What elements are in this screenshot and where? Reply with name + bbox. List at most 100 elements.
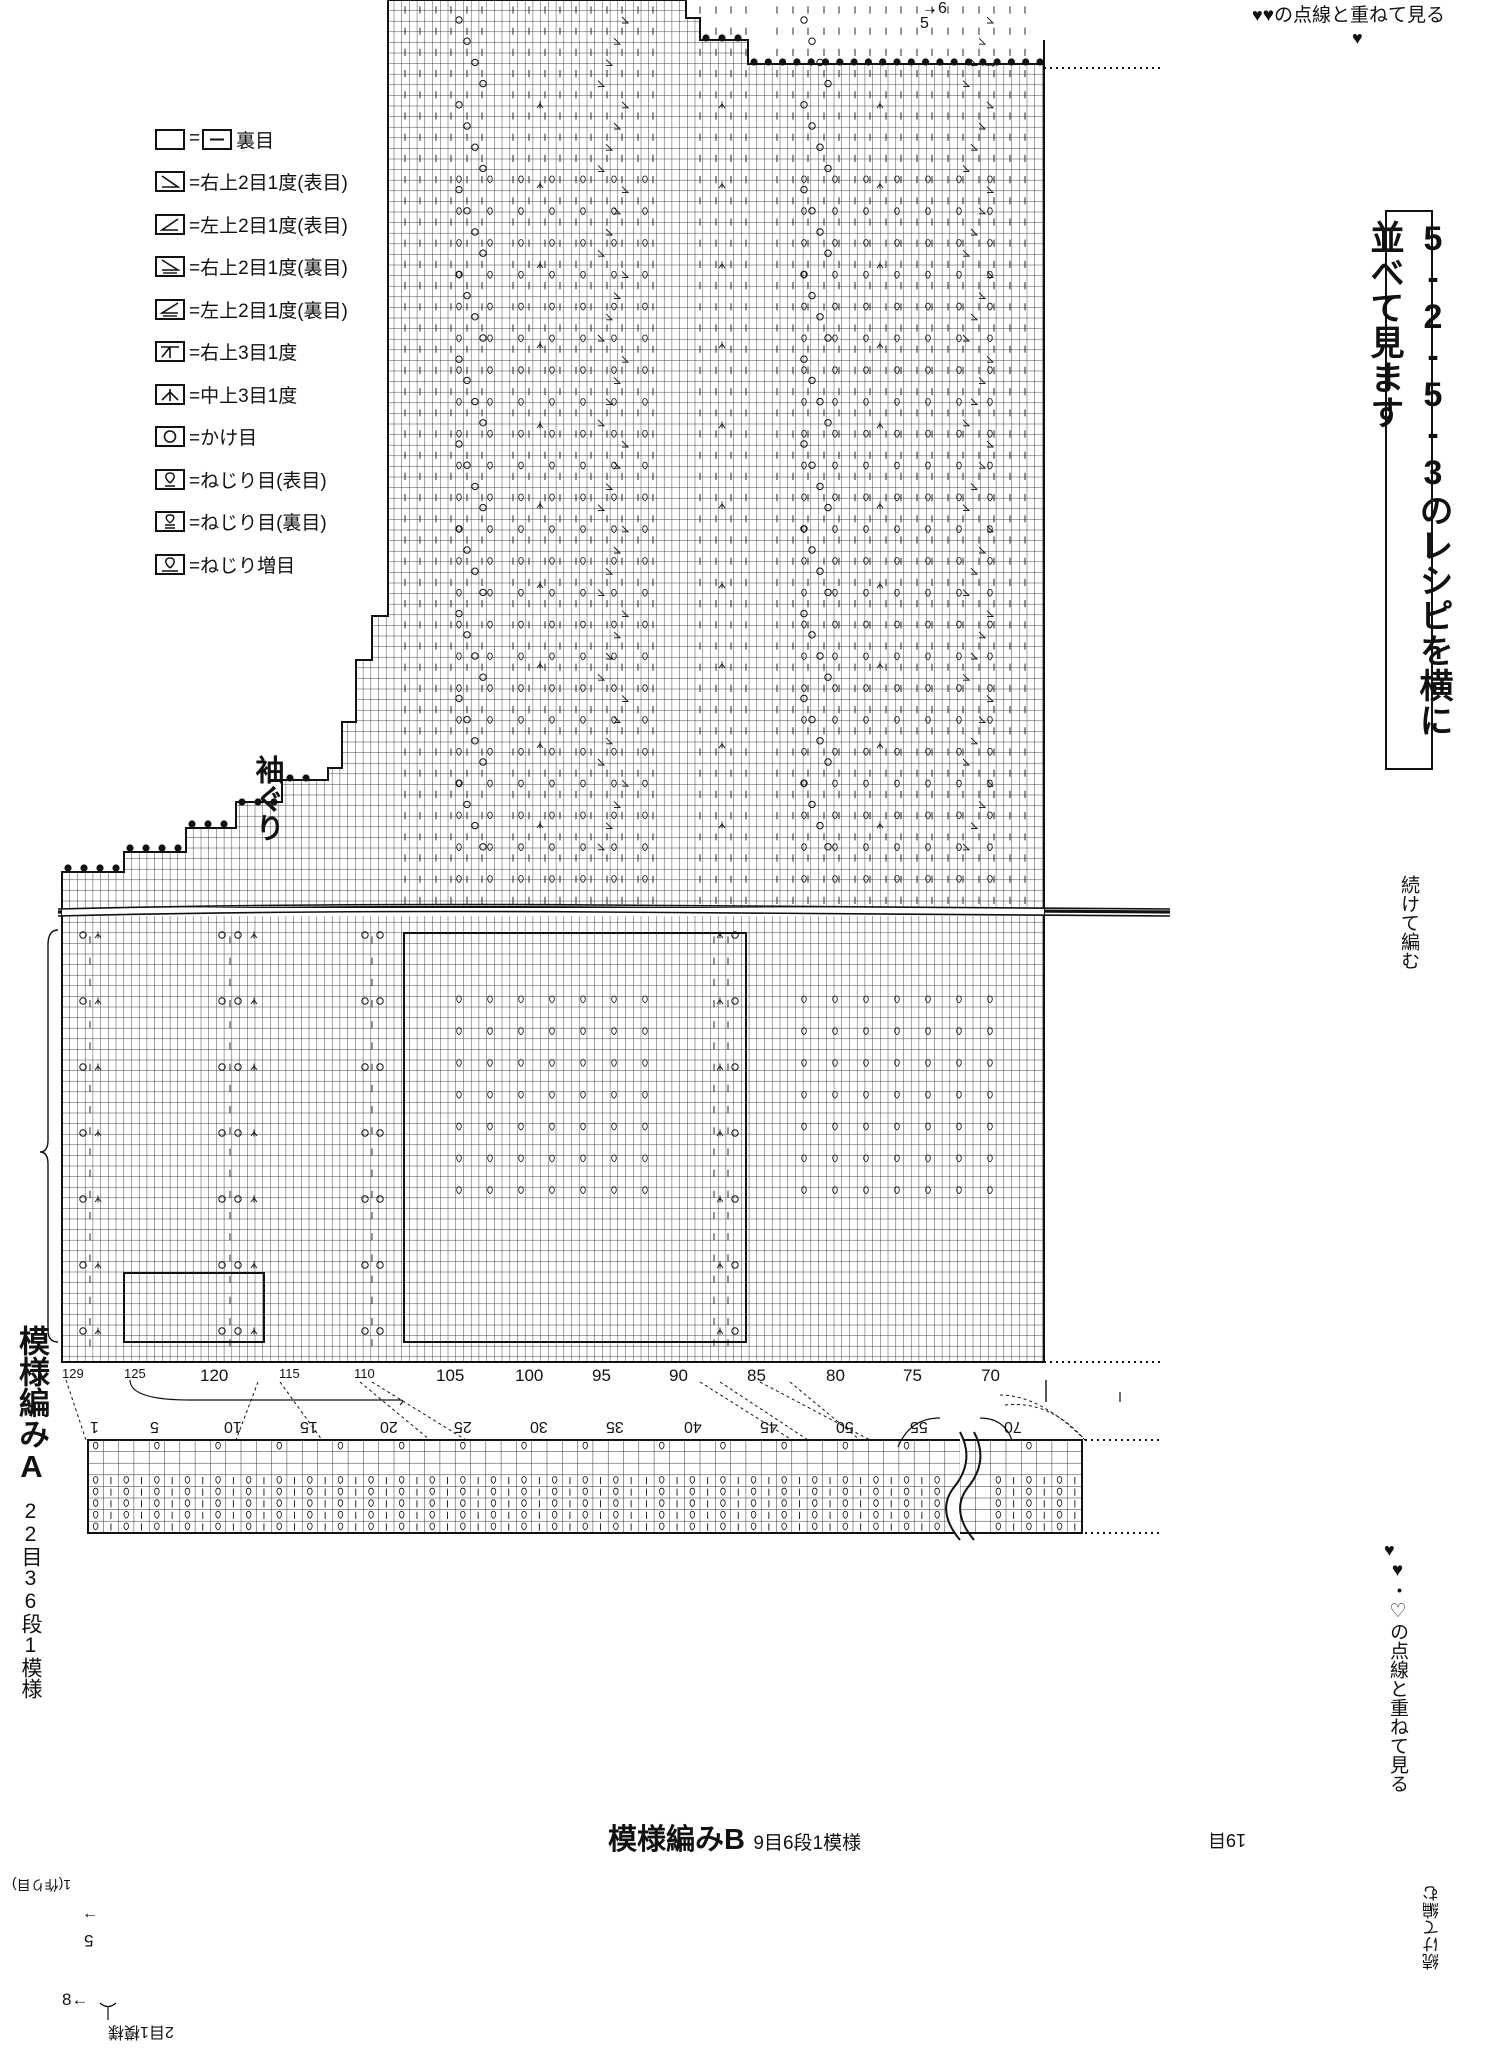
twisted-mark: [487, 366, 493, 375]
twisted-mark: [863, 716, 869, 724]
twisted-mark: [490, 1476, 497, 1484]
twisted-knit-icon: [155, 468, 185, 490]
twisted-mark: [801, 334, 807, 343]
twisted-mark: [956, 1090, 962, 1099]
bind-off-dot: [893, 58, 901, 66]
twisted-mark: [518, 207, 524, 216]
twisted-mark: [487, 302, 493, 311]
yarn-over-mark: [808, 37, 816, 45]
twisted-mark: [987, 588, 993, 597]
twisted-mark: [863, 811, 869, 820]
legend-label: 裏目: [236, 130, 275, 152]
twisted-mark: [956, 875, 962, 883]
yarn-over-mark: [234, 1327, 242, 1335]
left-2-together-purl-icon: [155, 298, 185, 320]
twisted-mark: [894, 493, 900, 502]
twisted-mark: [801, 557, 807, 565]
twisted-mark: [832, 302, 838, 311]
decrease-mark: [978, 801, 987, 808]
twisted-mark: [925, 270, 931, 279]
twisted-mark: [487, 995, 493, 1004]
twisted-mark: [873, 1487, 879, 1496]
twisted-mark: [642, 366, 648, 375]
twisted-mark: [642, 716, 648, 724]
twisted-mark: [832, 398, 838, 406]
twisted-mark: [611, 1186, 617, 1195]
legend-item: =右上2目1度(表目): [155, 161, 348, 204]
yarn-over-mark: [218, 931, 226, 939]
row-marker-6: →6: [922, 0, 947, 17]
twisted-mark: [894, 270, 900, 279]
twisted-mark: [832, 461, 838, 470]
decrease-mark: [597, 334, 606, 342]
twisted-mark: [956, 493, 962, 502]
bind-off-dot: [64, 864, 72, 872]
twisted-mark: [518, 811, 524, 820]
twisted-mark: [956, 1186, 962, 1195]
twisted-mark: [580, 1154, 586, 1163]
yarn-over-mark: [816, 397, 824, 406]
yarn-over-mark: [808, 376, 816, 385]
twisted-mark: [1056, 1510, 1063, 1519]
stitch-number: 80: [826, 1366, 845, 1385]
stitch-number: 100: [515, 1366, 544, 1385]
b-stitch-number: 25: [454, 1418, 472, 1435]
twisted-mark: [460, 1499, 466, 1508]
twisted-mark: [863, 1122, 869, 1131]
twisted-mark: [456, 398, 462, 406]
twisted-mark: [582, 1441, 588, 1450]
twisted-mark: [487, 652, 493, 661]
twisted-mark: [580, 175, 586, 184]
twisted-mark: [398, 1441, 405, 1450]
twisted-mark: [582, 1499, 588, 1508]
twisted-mark: [580, 716, 586, 724]
two-stitch-brace: [99, 2002, 117, 2020]
decrease-mark: [613, 716, 622, 724]
b-stitch-number: 40: [684, 1418, 702, 1435]
side-note-box: 5-2-5-3のレシピを横に並べて見ます: [1365, 210, 1452, 770]
decrease-mark: [597, 249, 606, 257]
twisted-mark: [487, 684, 493, 693]
twisted-increase-icon: [155, 553, 185, 575]
twisted-mark: [154, 1476, 160, 1484]
right-note-bottom: ♥・♡の点線と重ねて見る: [1387, 1560, 1408, 1793]
twisted-mark: [987, 1122, 993, 1131]
decrease-mark: [986, 186, 995, 194]
decrease-mark: [597, 843, 606, 851]
legend-label: =右上2目1度(裏目): [189, 258, 348, 280]
twisted-mark: [894, 1090, 900, 1099]
twisted-mark: [903, 1522, 910, 1531]
yarn-over-mark: [471, 58, 479, 67]
twisted-mark: [611, 684, 617, 693]
twisted-mark: [863, 429, 869, 438]
twisted-mark: [925, 843, 931, 852]
twisted-mark: [549, 843, 555, 852]
twisted-mark: [801, 493, 807, 502]
decrease-mark: [597, 80, 606, 88]
twisted-mark: [276, 1522, 282, 1531]
bind-off-dot: [302, 774, 310, 782]
decrease-mark: [978, 716, 987, 724]
decrease-mark: [978, 37, 987, 45]
twisted-mark: [832, 175, 838, 184]
twisted-mark: [832, 875, 838, 883]
decrease-mark: [986, 610, 995, 618]
twisted-mark: [549, 652, 555, 661]
stitch-number: 115: [279, 1366, 300, 1381]
twisted-mark: [934, 1476, 940, 1484]
twisted-mark: [580, 366, 586, 375]
yarn-over-mark: [731, 1063, 739, 1071]
twisted-mark: [460, 1522, 466, 1531]
twisted-mark: [987, 207, 993, 216]
yarn-over-mark: [808, 122, 816, 130]
center-3-together-icon: [155, 383, 185, 405]
twisted-mark: [521, 1522, 527, 1531]
twisted-mark: [549, 366, 555, 375]
twisted-mark: [549, 779, 555, 788]
twisted-mark: [456, 716, 462, 724]
yarn-over-mark: [79, 1063, 87, 1071]
yarn-over-mark: [218, 1327, 226, 1335]
center-decrease-mark: [876, 741, 884, 749]
twisted-mark: [863, 302, 869, 311]
twisted-mark: [456, 1059, 462, 1067]
